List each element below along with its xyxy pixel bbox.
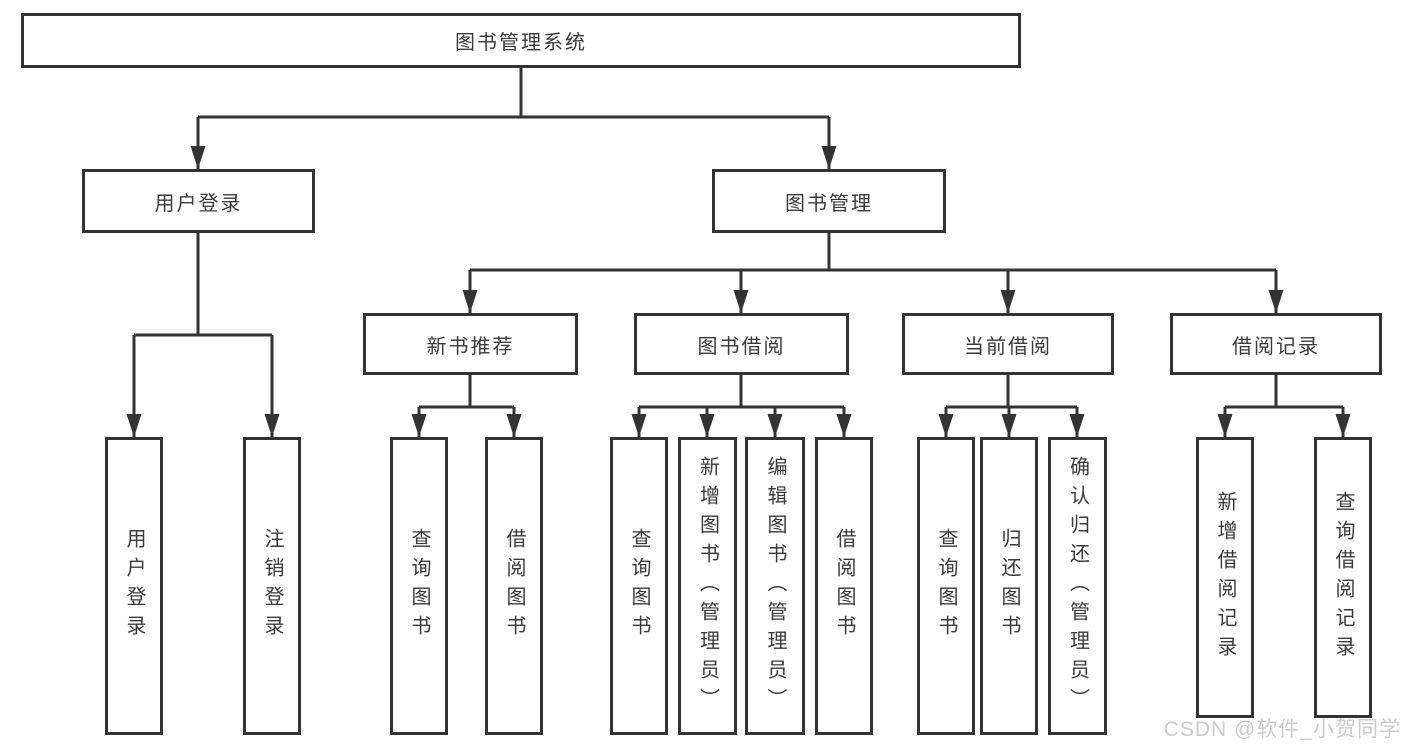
leaf-add-book-admin: 新增图书（管理员） — [678, 437, 737, 735]
node-book-borrowing: 图书借阅 — [634, 313, 849, 375]
leaf-confirm-return-admin: 确认归还（管理员） — [1048, 437, 1107, 735]
leaf-borrow-book-recommend: 借阅图书 — [485, 437, 543, 735]
leaf-edit-book-admin: 编辑图书（管理员） — [745, 437, 805, 735]
arrowhead-icon — [821, 146, 837, 169]
arrowhead-icon — [631, 414, 647, 437]
leaf-search-book-recommend: 查询图书 — [390, 437, 448, 735]
node-borrow-records: 借阅记录 — [1170, 313, 1382, 375]
node-root-system: 图书管理系统 — [21, 13, 1021, 68]
leaf-search-borrow-record: 查询借阅记录 — [1314, 437, 1372, 718]
arrowhead-icon — [126, 414, 142, 437]
arrowhead-icon — [462, 290, 478, 313]
arrowhead-icon — [1000, 290, 1016, 313]
arrowhead-icon — [1069, 414, 1085, 437]
connector-stems — [132, 68, 1345, 437]
leaf-user-login: 用户登录 — [105, 437, 163, 735]
arrowheads — [126, 146, 1351, 437]
leaf-search-book-borrowing: 查询图书 — [610, 437, 668, 735]
arrowhead-icon — [1268, 290, 1284, 313]
leaf-return-book: 归还图书 — [980, 437, 1038, 735]
leaf-logout-login: 注销登录 — [243, 437, 301, 735]
arrowhead-icon — [506, 414, 522, 437]
arrowhead-icon — [190, 146, 206, 169]
node-new-book-recommend: 新书推荐 — [363, 313, 578, 375]
csdn-watermark: CSDN @软件_小贺同学 — [1163, 718, 1401, 741]
arrowhead-icon — [1001, 414, 1017, 437]
arrowhead-icon — [411, 414, 427, 437]
node-book-management: 图书管理 — [712, 169, 946, 233]
arrowhead-icon — [938, 414, 954, 437]
arrowhead-icon — [836, 414, 852, 437]
arrowhead-icon — [264, 414, 280, 437]
leaf-add-borrow-record: 新增借阅记录 — [1196, 437, 1254, 718]
arrowhead-icon — [1335, 414, 1351, 437]
leaf-search-book-current: 查询图书 — [917, 437, 975, 735]
leaf-borrow-book-borrowing: 借阅图书 — [815, 437, 873, 735]
arrowhead-icon — [1217, 414, 1233, 437]
node-current-borrowing: 当前借阅 — [902, 313, 1114, 375]
arrowhead-icon — [767, 414, 783, 437]
arrowhead-icon — [733, 290, 749, 313]
arrowhead-icon — [699, 414, 715, 437]
node-user-login: 用户登录 — [82, 169, 315, 233]
